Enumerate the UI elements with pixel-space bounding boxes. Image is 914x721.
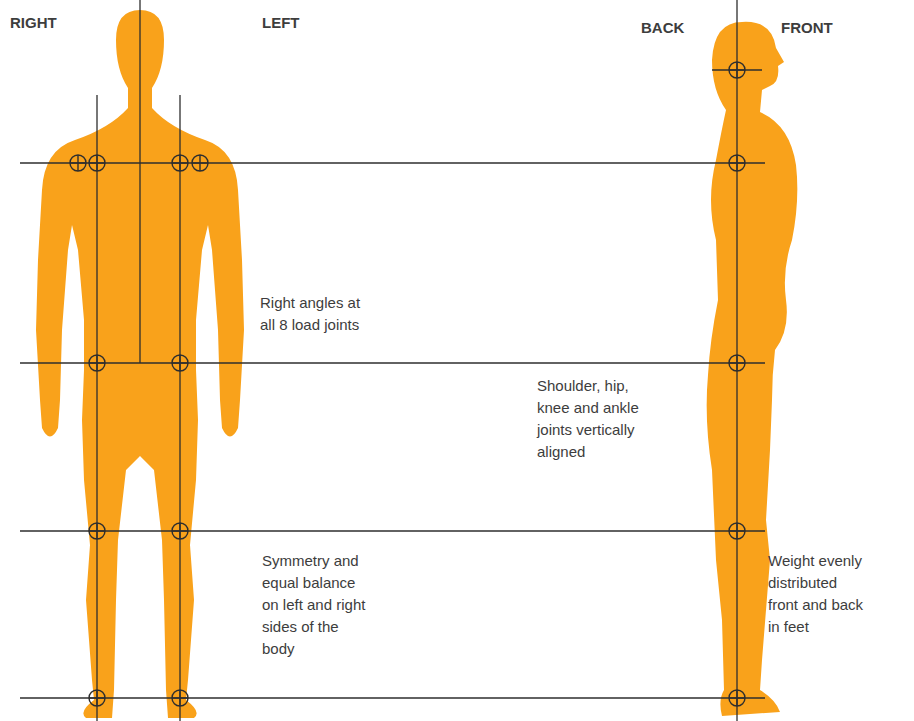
posture-note: Shoulder, hip, knee and ankle joints ver… bbox=[537, 375, 649, 463]
joint-marker bbox=[172, 155, 188, 171]
posture-note: Right angles at all 8 load joints bbox=[260, 292, 372, 336]
joint-marker bbox=[172, 690, 188, 706]
posture-note: Symmetry and equal balance on left and r… bbox=[262, 550, 370, 660]
joint-marker bbox=[192, 155, 208, 171]
right-side-plumb-line bbox=[96, 95, 97, 721]
left-side-plumb-line bbox=[179, 95, 180, 721]
ankle-level-line bbox=[20, 697, 765, 698]
joint-marker bbox=[172, 355, 188, 371]
joint-marker bbox=[89, 690, 105, 706]
joint-marker bbox=[729, 690, 745, 706]
view-side-label: LEFT bbox=[262, 12, 300, 34]
view-side-label: FRONT bbox=[781, 17, 833, 39]
joint-marker bbox=[729, 62, 745, 78]
knee-level-line bbox=[20, 530, 765, 531]
joint-marker bbox=[89, 155, 105, 171]
shoulder-level-line bbox=[20, 162, 765, 163]
hip-level-line bbox=[20, 362, 765, 363]
view-side-label: BACK bbox=[641, 17, 684, 39]
joint-marker bbox=[729, 155, 745, 171]
joint-marker bbox=[729, 355, 745, 371]
joint-marker bbox=[70, 155, 86, 171]
joint-marker bbox=[729, 523, 745, 539]
view-side-label: RIGHT bbox=[10, 12, 57, 34]
posture-note: Weight evenly distributed front and back… bbox=[768, 550, 868, 638]
joint-marker bbox=[89, 355, 105, 371]
center-line bbox=[139, 0, 140, 363]
joint-marker bbox=[172, 523, 188, 539]
joint-marker bbox=[89, 523, 105, 539]
